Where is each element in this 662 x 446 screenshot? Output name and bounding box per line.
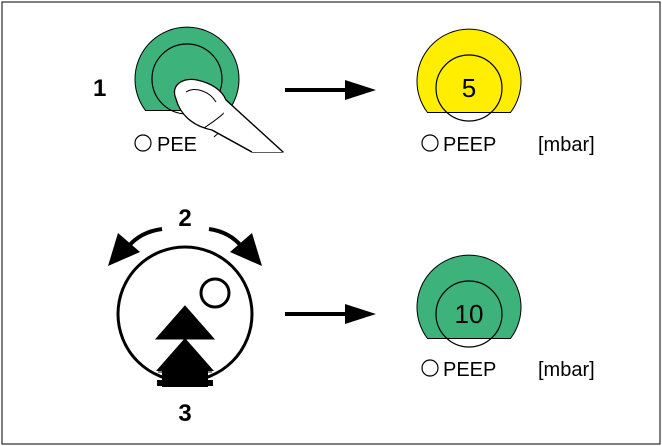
step-2-label: 2 (178, 205, 191, 232)
led-indicator-icon (422, 360, 438, 376)
knob-edit-label: PEEP (443, 134, 496, 156)
step-3-label: 3 (178, 400, 191, 427)
knob-edit-unit: [mbar] (538, 134, 595, 156)
knob-active-unit: [mbar] (538, 359, 595, 381)
knob-active-label: PEEP (443, 359, 496, 381)
led-indicator-icon (135, 135, 151, 151)
knob-press-label: PEE (157, 134, 197, 156)
led-indicator-icon (422, 135, 438, 151)
step-1-label: 1 (93, 75, 106, 102)
knob-edit-value: 5 (462, 73, 476, 103)
knob-active-value: 10 (455, 299, 484, 329)
rotary-knob-marker (201, 279, 229, 307)
